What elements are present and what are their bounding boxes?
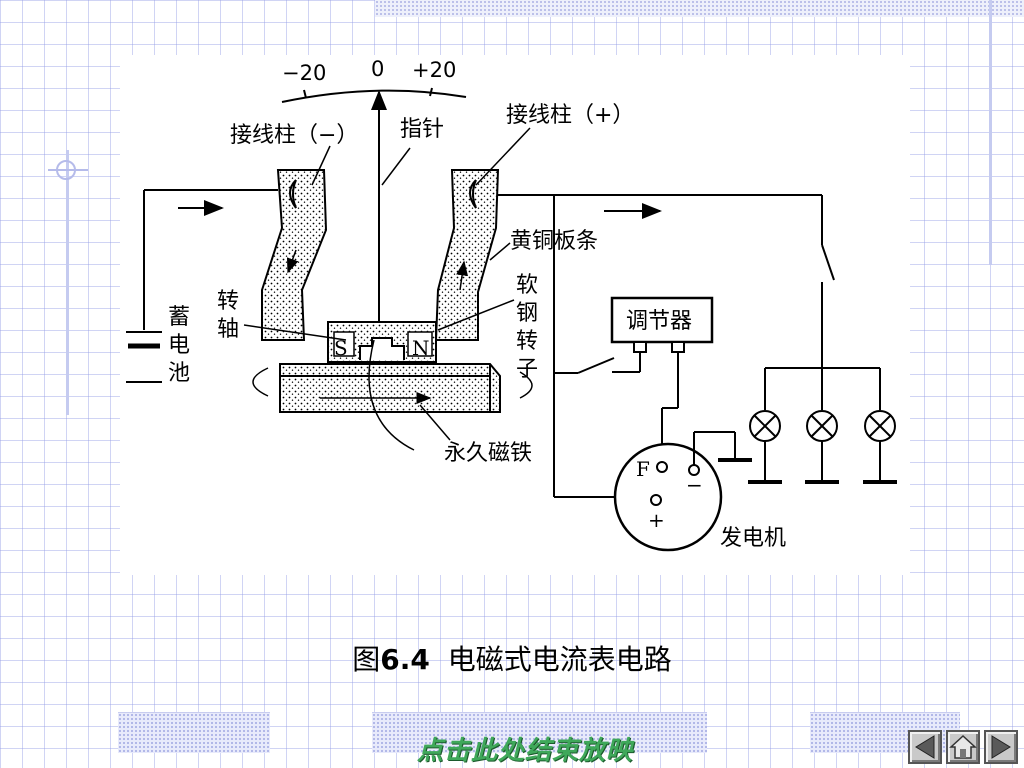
shaft-label-1: 转 [217, 289, 239, 314]
generator-minus-label: − [686, 473, 703, 497]
scale-plus-label: +20 [412, 58, 456, 82]
battery-label-2: 电 [168, 333, 190, 358]
caption-prefix: 图 [352, 643, 381, 676]
rotor-label-4: 子 [516, 357, 538, 382]
right-brass-strip [434, 169, 500, 341]
right-decor-line [989, 0, 992, 265]
permanent-magnet-label: 永久磁铁 [444, 441, 532, 466]
right-terminal-icon [469, 179, 477, 209]
permanent-magnet [279, 363, 501, 413]
prev-slide-button[interactable] [908, 730, 942, 764]
magnet-s-label: S [334, 336, 348, 360]
left-decor-line [66, 150, 69, 415]
rotor-label-1: 软 [516, 273, 538, 298]
crosshair-decor-icon [48, 160, 88, 180]
caption-number: 6.4 [380, 643, 430, 676]
lamp-1-icon [748, 368, 782, 484]
generator-plus-label: + [648, 508, 665, 532]
caption-title: 电磁式电流表电路 [447, 643, 672, 676]
rotor-label-2: 钢 [516, 301, 538, 326]
lamp-2-icon [805, 368, 839, 484]
diagram-panel: −20 0 +20 指针 S N 接线柱（−） 接线柱（+） 黄铜板条 软 钢 … [120, 55, 910, 575]
terminal-pos-label: 接线柱（+） [506, 103, 634, 128]
generator-circle [613, 442, 723, 552]
regulator-box [610, 296, 714, 344]
next-slide-button[interactable] [984, 730, 1018, 764]
terminal-neg-label: 接线柱（−） [230, 123, 358, 148]
scale-zero-label: 0 [371, 57, 384, 81]
end-show-button[interactable]: 点击此处结束放映 [416, 736, 633, 766]
rotor-label-3: 转 [516, 329, 538, 354]
next-arrow-icon [991, 735, 1011, 759]
prev-arrow-icon [915, 735, 935, 759]
left-terminal-icon [289, 179, 297, 209]
scale-minus-label: −20 [282, 61, 326, 85]
bottom-decor-band-left [118, 712, 270, 753]
generator-label: 发电机 [720, 526, 786, 551]
main-switch [821, 244, 835, 281]
home-icon [949, 734, 977, 759]
top-decor-band [375, 0, 1024, 17]
bottom-decor-band-center [372, 712, 707, 753]
regulator-switch [577, 357, 615, 374]
generator-f-label: F [636, 457, 650, 481]
lamp-3-icon [863, 368, 897, 484]
figure-caption: 图6.4 电磁式电流表电路 [0, 638, 1024, 678]
scale-arc [281, 89, 467, 103]
pointer-label: 指针 [400, 117, 444, 142]
magnet-n-label: N [412, 336, 430, 360]
battery-label-1: 蓄 [168, 305, 190, 330]
battery-label-3: 池 [168, 361, 190, 386]
regulator-label: 调节器 [626, 309, 692, 334]
home-button[interactable] [946, 730, 980, 764]
shaft-label-2: 轴 [217, 317, 239, 342]
ammeter-circuit-diagram: −20 0 +20 指针 S N 接线柱（−） 接线柱（+） 黄铜板条 软 钢 … [126, 57, 897, 552]
